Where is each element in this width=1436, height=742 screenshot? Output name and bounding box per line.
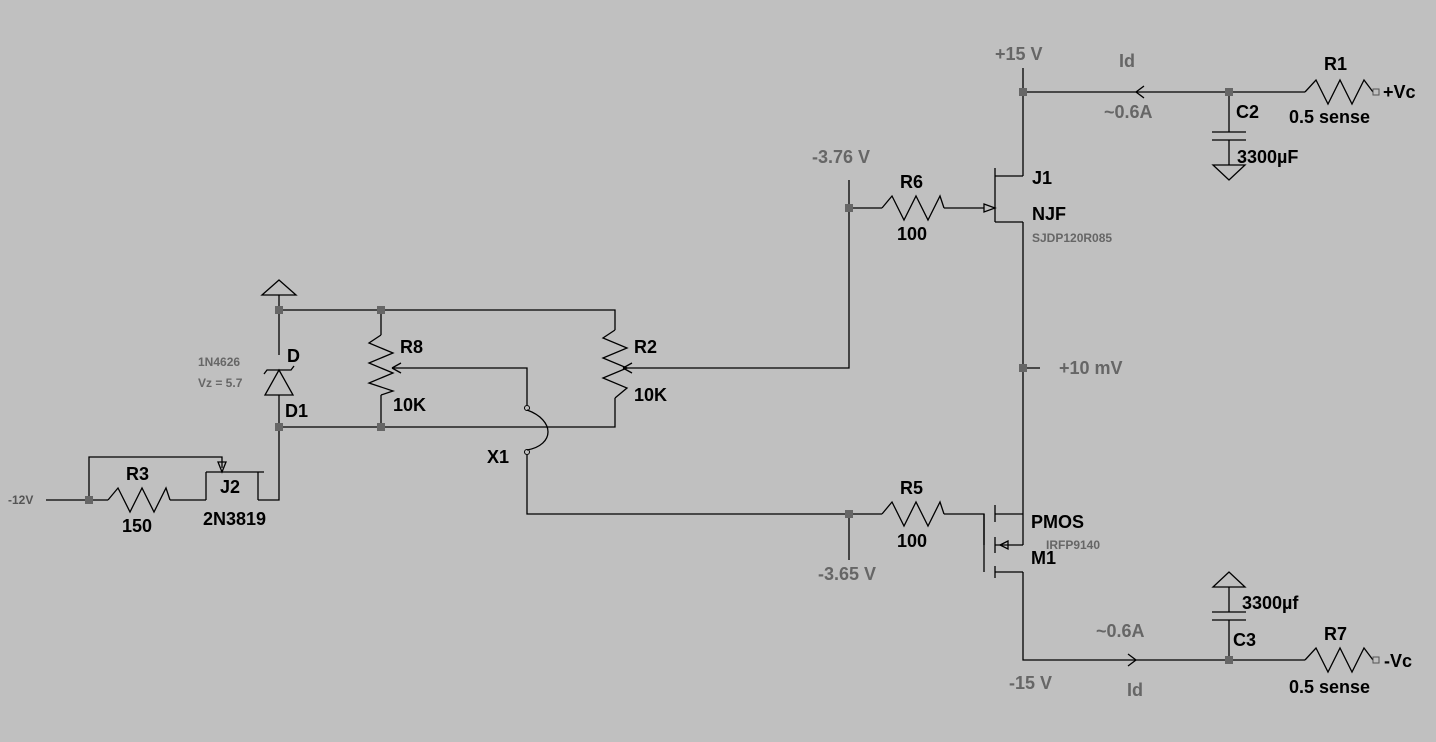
r3-ref: R3 [126, 464, 149, 484]
port-plus-vc [1372, 88, 1380, 96]
net-gate-m1-voltage: -3.65 V [818, 564, 876, 584]
label-current-bottom: ~0.6A [1096, 621, 1145, 641]
j2-gate-arrow [217, 461, 227, 474]
m1-part: IRFP9140 [1046, 538, 1100, 552]
resistor-r5-symbol [881, 500, 945, 528]
r7-ref: R7 [1324, 624, 1347, 644]
net-plus-15v: +15 V [995, 44, 1043, 64]
c3-value: 3300µf [1242, 593, 1299, 613]
label-current-top: ~0.6A [1104, 102, 1153, 122]
r5-value: 100 [897, 531, 927, 551]
net-minus-15v: -15 V [1009, 673, 1052, 693]
m1-type: PMOS [1031, 512, 1084, 532]
c3-ref: C3 [1233, 630, 1256, 650]
resistor-r3-symbol [107, 486, 171, 514]
capacitor-c2[interactable]: C2 3300µF [1211, 102, 1298, 181]
net-mid-voltage: +10 mV [1059, 358, 1123, 378]
j2-value: 2N3819 [203, 509, 266, 529]
potentiometer-r8[interactable]: R8 10K [367, 334, 426, 415]
d1-ref: D1 [285, 401, 308, 421]
r2-value: 10K [634, 385, 667, 405]
resistor-r3[interactable]: R3 150 [107, 464, 171, 536]
junction-dot [1225, 656, 1233, 664]
junction-dot [377, 423, 385, 431]
r6-value: 100 [897, 224, 927, 244]
ground-icon [1211, 164, 1247, 181]
label-id-bottom: Id [1127, 680, 1143, 700]
d1-triangle [263, 368, 295, 396]
x1-terminal [524, 405, 530, 411]
m1-body-arrow [998, 539, 1009, 551]
junction-dot [377, 306, 385, 314]
junction-dot [845, 510, 853, 518]
resistor-r7[interactable]: R7 0.5 sense -Vc [1289, 624, 1412, 697]
resistor-r1[interactable]: R1 0.5 sense +Vc [1289, 54, 1416, 127]
junction-dot [275, 306, 283, 314]
arrow-left-icon [1134, 85, 1145, 99]
r2-symbol [601, 329, 629, 399]
net-plus-vc: +Vc [1383, 82, 1416, 102]
m1-ref: M1 [1031, 548, 1056, 568]
r8-wiper-arrow [391, 362, 402, 374]
net-minus-vc: -Vc [1384, 651, 1412, 671]
r1-ref: R1 [1324, 54, 1347, 74]
net-gate-j1-voltage: -3.76 V [812, 147, 870, 167]
j2-ref: J2 [220, 477, 240, 497]
capacitor-c3[interactable]: 3300µf C3 [1211, 571, 1299, 650]
resistor-r6[interactable]: R6 100 [881, 172, 945, 244]
resistor-r7-symbol [1304, 646, 1374, 674]
d1-note: Vz = 5.7 [198, 376, 243, 390]
d1-cathode-bar [263, 365, 295, 375]
junction-dot [845, 204, 853, 212]
junction-dot [1019, 364, 1027, 372]
arrow-right-icon [1127, 653, 1138, 667]
c2-ref: C2 [1236, 102, 1259, 122]
junction-dot [275, 423, 283, 431]
junction-dot [1225, 88, 1233, 96]
x1-terminal [524, 449, 530, 455]
r5-ref: R5 [900, 478, 923, 498]
r8-ref: R8 [400, 337, 423, 357]
r7-value: 0.5 sense [1289, 677, 1370, 697]
r1-value: 0.5 sense [1289, 107, 1370, 127]
d1-part: 1N4626 [198, 355, 240, 369]
ground-icon [1211, 571, 1247, 588]
j1-type: NJF [1032, 204, 1066, 224]
ground-icon [260, 279, 298, 296]
d1-type: D [287, 346, 300, 366]
j1-part: SJDP120R085 [1032, 231, 1112, 245]
r8-symbol [367, 334, 396, 396]
potentiometer-r2[interactable]: R2 10K [601, 329, 667, 405]
transistor-j1[interactable]: J1 NJF SJDP120R085 [983, 148, 1112, 245]
j1-ref: J1 [1032, 168, 1052, 188]
r3-value: 150 [122, 516, 152, 536]
junction-dot [85, 496, 93, 504]
zener-d1[interactable]: D D1 1N4626 Vz = 5.7 [198, 279, 308, 421]
port-minus-vc [1372, 656, 1380, 664]
net-labels: +15 V -15 V -12V -3.76 V -3.65 V +10 mV … [8, 44, 1153, 700]
current-arrows [1127, 85, 1145, 667]
label-id-top: Id [1119, 51, 1135, 71]
x1-arc [526, 409, 549, 451]
resistor-r6-symbol [881, 194, 945, 222]
r2-ref: R2 [634, 337, 657, 357]
r6-ref: R6 [900, 172, 923, 192]
x1-ref: X1 [487, 447, 509, 467]
r2-wiper-arrow [622, 362, 633, 374]
resistor-r1-symbol [1304, 78, 1374, 106]
net-minus-12v: -12V [8, 493, 33, 507]
jumper-x1[interactable]: X1 [487, 405, 549, 468]
junctions [85, 88, 1233, 664]
junction-dot [1019, 88, 1027, 96]
resistor-r5[interactable]: R5 100 [881, 478, 945, 551]
transistor-m1[interactable]: PMOS IRFP9140 M1 [983, 505, 1100, 578]
c2-value: 3300µF [1237, 147, 1298, 167]
j1-gate-arrow [983, 203, 997, 213]
r8-value: 10K [393, 395, 426, 415]
transistor-j2[interactable]: J2 2N3819 [203, 461, 266, 529]
